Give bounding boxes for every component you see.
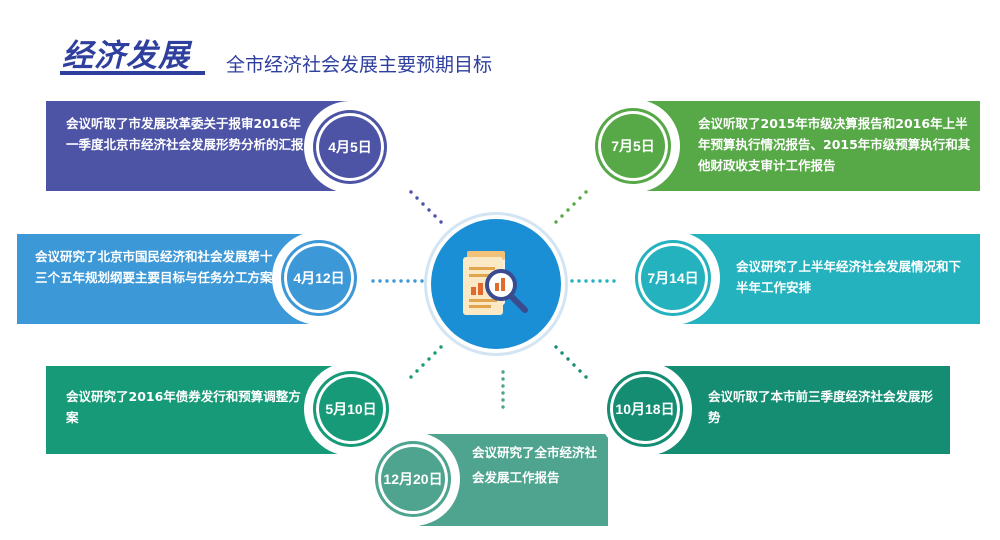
page-title: 经济发展 xyxy=(62,38,190,74)
date-label: 5月10日 xyxy=(325,401,377,417)
date-badge: 12月20日 xyxy=(366,432,460,526)
card-text: 会议听取了2015年市级决算报告和2016年上半年预算执行情况报告、2015年市… xyxy=(698,116,971,173)
date-label: 12月20日 xyxy=(383,471,443,487)
date-label: 4月5日 xyxy=(328,139,372,155)
date-badge: 4月5日 xyxy=(304,101,396,193)
center-hub xyxy=(431,219,561,349)
timeline-card: 会议研究了上半年经济社会发展情况和下半年工作安排 xyxy=(680,234,980,324)
date-badge: 7月14日 xyxy=(626,231,720,325)
page-subtitle: 全市经济社会发展主要预期目标 xyxy=(226,55,493,76)
date-badge: 4月12日 xyxy=(272,231,366,325)
timeline-card: 会议听取了2015年市级决算报告和2016年上半年预算执行情况报告、2015年市… xyxy=(638,101,980,191)
date-label: 7月14日 xyxy=(647,270,699,286)
card-text: 会议听取了市发展改革委关于报审2016年一季度北京市经济社会发展形势分析的汇报 xyxy=(66,116,304,152)
date-badge: 7月5日 xyxy=(586,99,680,193)
title-underline xyxy=(60,71,205,75)
date-badge: 10月18日 xyxy=(598,362,692,456)
card-text: 会议研究了全市经济社会发展工作报告 xyxy=(472,445,598,485)
date-badge: 5月10日 xyxy=(304,362,398,456)
card-text: 会议听取了本市前三季度经济社会发展形势 xyxy=(708,389,934,425)
date-label: 4月12日 xyxy=(293,270,345,286)
card-text: 会议研究了北京市国民经济和社会发展第十三个五年规划纲要主要目标与任务分工方案 xyxy=(35,249,273,285)
timeline-card: 会议听取了本市前三季度经济社会发展形势 xyxy=(654,366,950,454)
card-text: 会议研究了2016年债券发行和预算调整方案 xyxy=(66,389,301,425)
report-magnifier-icon xyxy=(463,251,528,315)
date-label: 10月18日 xyxy=(615,401,675,417)
card-text: 会议研究了上半年经济社会发展情况和下半年工作安排 xyxy=(736,259,962,295)
timeline-card: 会议听取了市发展改革委关于报审2016年一季度北京市经济社会发展形势分析的汇报 xyxy=(46,101,350,191)
date-label: 7月5日 xyxy=(611,138,655,154)
